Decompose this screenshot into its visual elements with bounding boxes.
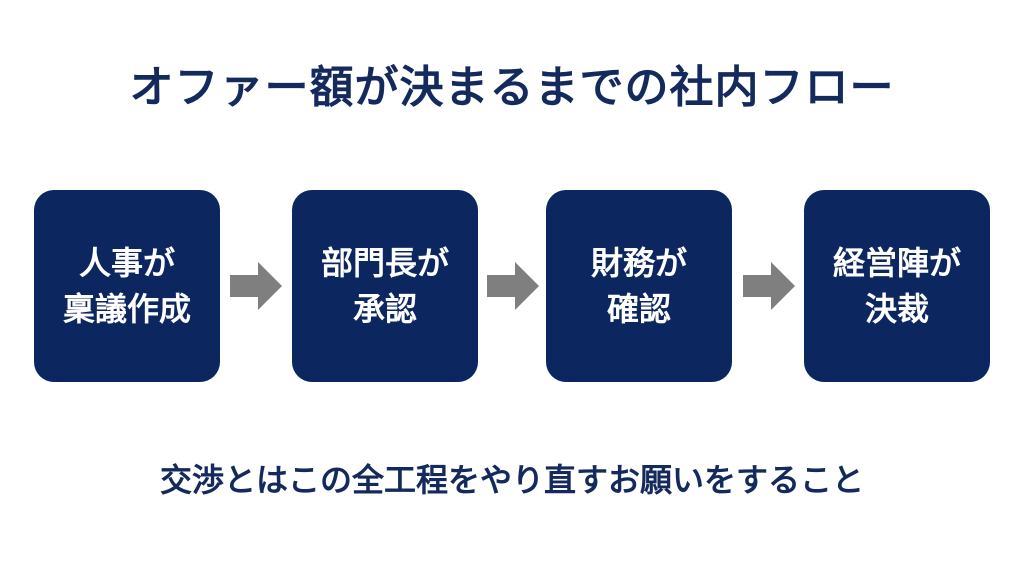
step-line-1: 財務が [590,244,687,282]
arrow-right-icon [743,262,795,310]
diagram-footer-caption: 交渉とはこの全工程をやり直すお願いをすること [159,461,864,499]
diagram-title: オファー額が決まるまでの社内フロー [129,62,895,113]
step-line-1: 人事が [78,244,175,282]
step-line-2: 稟議作成 [62,290,191,328]
step-line-1: 部門長が [320,244,449,282]
step-line-2: 承認 [352,290,417,328]
step-hr-draft: 人事が 稟議作成 [34,190,220,382]
step-line-1: 経営陣が [832,244,961,282]
step-line-2: 確認 [606,290,671,328]
step-dept-approval: 部門長が 承認 [292,190,478,382]
step-executive-decision: 経営陣が 決裁 [804,190,990,382]
arrow-right-icon [487,262,539,310]
step-finance-check: 財務が 確認 [546,190,732,382]
step-line-2: 決裁 [864,290,929,328]
arrow-right-icon [230,262,282,310]
